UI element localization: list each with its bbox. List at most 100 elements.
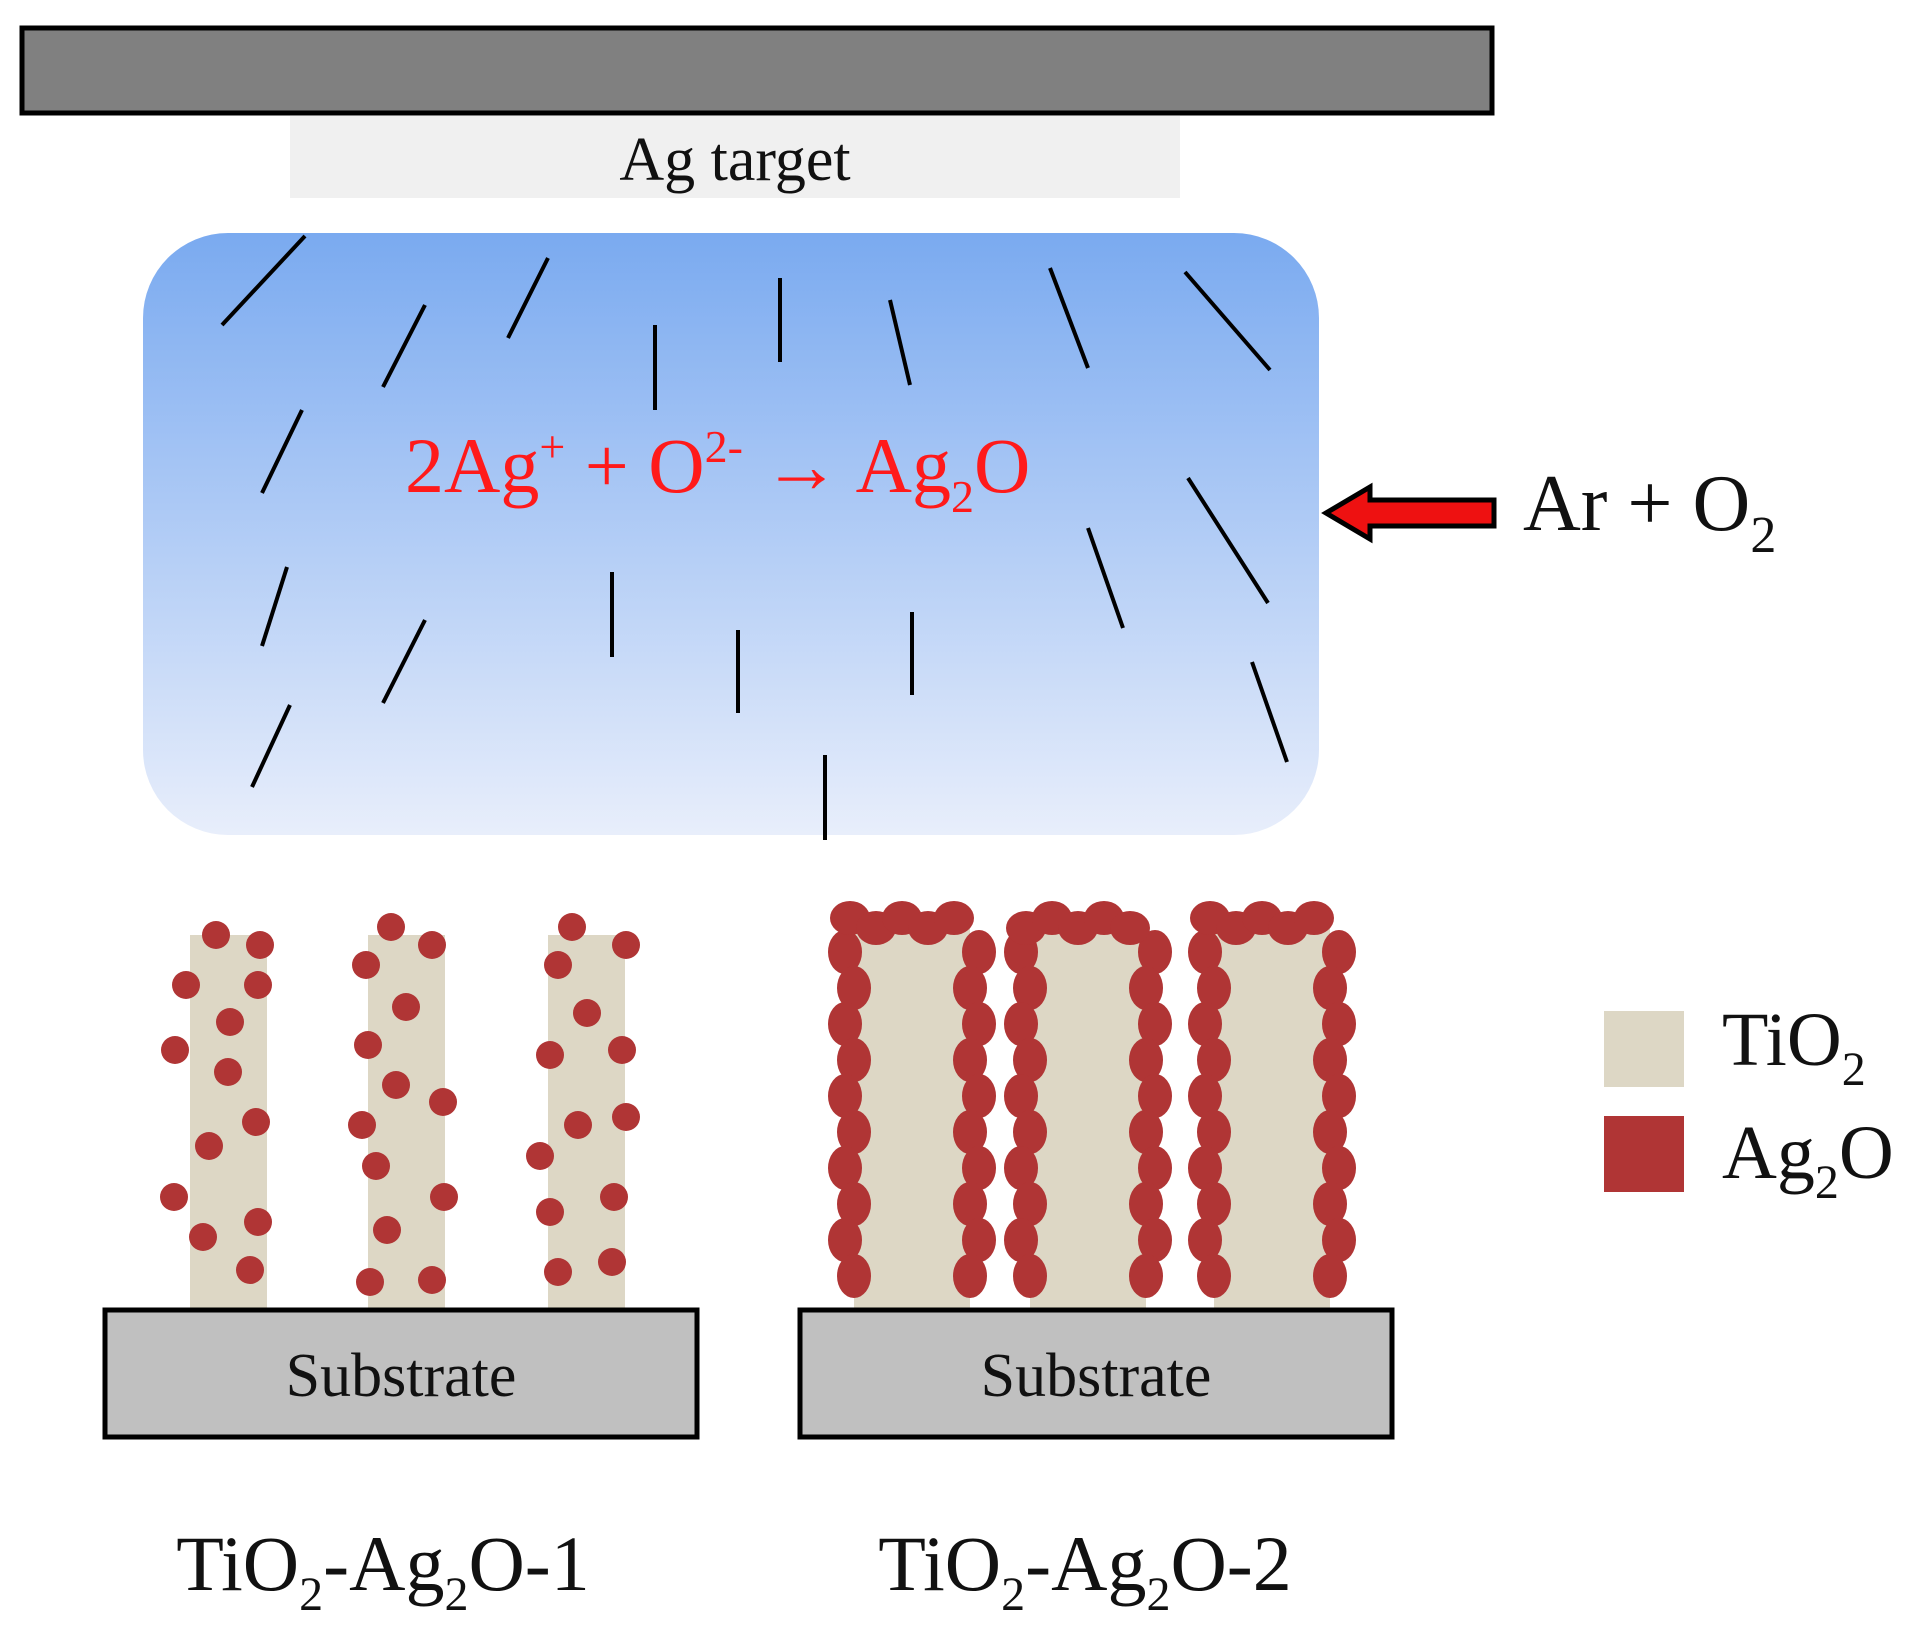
substrate-2-label: Substrate	[981, 1342, 1212, 1410]
sample-2-caption-sub-a: 2	[1001, 1568, 1025, 1621]
substrate-1-label: Substrate	[286, 1342, 517, 1410]
ag2o-particle	[828, 1074, 862, 1118]
particle-trajectory	[220, 234, 307, 327]
ag2o-particle	[1138, 1218, 1172, 1262]
sample-1-caption-suffix: O-1	[468, 1520, 589, 1607]
ag2o-particle	[953, 1038, 987, 1082]
legend-label-ag2o-tail: O	[1839, 1111, 1894, 1195]
plasma-box	[143, 233, 1319, 835]
particle-trajectory	[1250, 661, 1289, 763]
ag2o-particle	[953, 1182, 987, 1226]
ag2o-particle	[1322, 1074, 1356, 1118]
ag2o-particle	[1138, 1074, 1172, 1118]
particle-trajectory	[381, 304, 427, 388]
legend-label-ag2o-sub: 2	[1815, 1156, 1839, 1209]
particle-trajectory	[506, 257, 550, 339]
ag2o-particle	[828, 1146, 862, 1190]
ag2o-particle	[1313, 1254, 1347, 1298]
ag2o-particle	[244, 971, 272, 999]
particle-trajectory	[1183, 270, 1272, 372]
ag2o-particle	[837, 1038, 871, 1082]
ag2o-particle	[837, 1182, 871, 1226]
ag2o-particle	[1013, 1254, 1047, 1298]
ag2o-particle	[608, 1036, 636, 1064]
ag2o-particle	[1138, 1146, 1172, 1190]
ag2o-particle	[1138, 930, 1172, 974]
ag2o-particle	[1197, 1038, 1231, 1082]
reaction-product-ag: Ag	[856, 422, 951, 509]
ag2o-particle	[536, 1198, 564, 1226]
particle-trajectory	[1048, 267, 1090, 369]
ag2o-particle	[1188, 1218, 1222, 1262]
particle-trajectory	[260, 409, 304, 494]
sputtered-particle-trajectories	[220, 234, 1289, 840]
ag2o-particle	[837, 966, 871, 1010]
sample-2-caption-suffix: O-2	[1170, 1520, 1291, 1607]
ag2o-particle	[953, 1110, 987, 1154]
ag2o-particle	[418, 931, 446, 959]
legend-label-ag2o: Ag2O	[1722, 1111, 1894, 1209]
ag2o-particle	[1004, 1218, 1038, 1262]
ag2o-particle	[1188, 1146, 1222, 1190]
ag2o-particle	[837, 1110, 871, 1154]
ag2o-particle	[195, 1132, 223, 1160]
ag2o-particle	[1013, 1182, 1047, 1226]
tio2-nanorod	[1214, 924, 1330, 1310]
nanorods-sample-2	[828, 901, 1356, 1310]
ag2o-particle	[1322, 1002, 1356, 1046]
gas-inlet: Ar + O2	[1321, 460, 1776, 564]
legend-label-tio2: TiO2	[1722, 998, 1866, 1096]
tio2-nanorod	[368, 935, 445, 1310]
legend: TiO2 Ag2O	[1604, 998, 1894, 1209]
sample-2-caption-sub-b: 2	[1146, 1568, 1170, 1621]
ag2o-particle	[1188, 930, 1222, 974]
ag2o-particle	[598, 1248, 626, 1276]
tio2-nanorod	[1030, 924, 1146, 1310]
particle-trajectory	[260, 566, 289, 647]
ag2o-particle	[573, 999, 601, 1027]
ag2o-particle	[1313, 1110, 1347, 1154]
reaction-product-o: O	[974, 422, 1030, 509]
target-label: Ag target	[619, 126, 850, 194]
gas-inlet-label-subscript: 2	[1750, 507, 1776, 564]
ag2o-particle	[362, 1152, 390, 1180]
ag2o-particle	[962, 1002, 996, 1046]
ag2o-particle	[564, 1111, 592, 1139]
ag2o-particle	[934, 901, 974, 935]
ag2o-particle	[1322, 1218, 1356, 1262]
ag2o-particle	[612, 1103, 640, 1131]
ag2o-particle	[1004, 1146, 1038, 1190]
tio2-nanorod	[854, 924, 970, 1310]
legend-swatch-tio2	[1604, 1011, 1684, 1087]
ag2o-particle	[962, 930, 996, 974]
ag2o-particle	[1197, 1182, 1231, 1226]
ag2o-particle	[373, 1216, 401, 1244]
ag2o-particle	[1013, 966, 1047, 1010]
ag2o-particle	[1110, 911, 1150, 945]
ag2o-particle	[612, 931, 640, 959]
ag2o-particle	[828, 1218, 862, 1262]
substrate-2-block	[797, 1307, 1395, 1440]
ag2o-particle	[1004, 1074, 1038, 1118]
ag2o-particle	[526, 1142, 554, 1170]
ag2o-particle	[160, 1183, 188, 1211]
ag2o-particle	[1138, 1002, 1172, 1046]
ag2o-particle	[216, 1008, 244, 1036]
ag2o-particle	[1129, 1182, 1163, 1226]
ag2o-particle	[558, 913, 586, 941]
ag2o-particle	[242, 1108, 270, 1136]
ag2o-particle	[1322, 930, 1356, 974]
ag2o-particle	[962, 1074, 996, 1118]
sample-1-caption-sub-b: 2	[444, 1568, 468, 1621]
ag2o-particle	[348, 1111, 376, 1139]
ag2o-particle	[1188, 1002, 1222, 1046]
ag2o-particle	[244, 1208, 272, 1236]
plasma-region: 2Ag+ + O2- → Ag2O	[143, 233, 1319, 840]
ag2o-particle	[1313, 966, 1347, 1010]
ag2o-particle	[356, 1268, 384, 1296]
ag2o-particle	[953, 1254, 987, 1298]
ag2o-particle	[1313, 1038, 1347, 1082]
sample-1-caption-ag: -Ag	[323, 1520, 444, 1607]
ag2o-particle	[544, 1258, 572, 1286]
